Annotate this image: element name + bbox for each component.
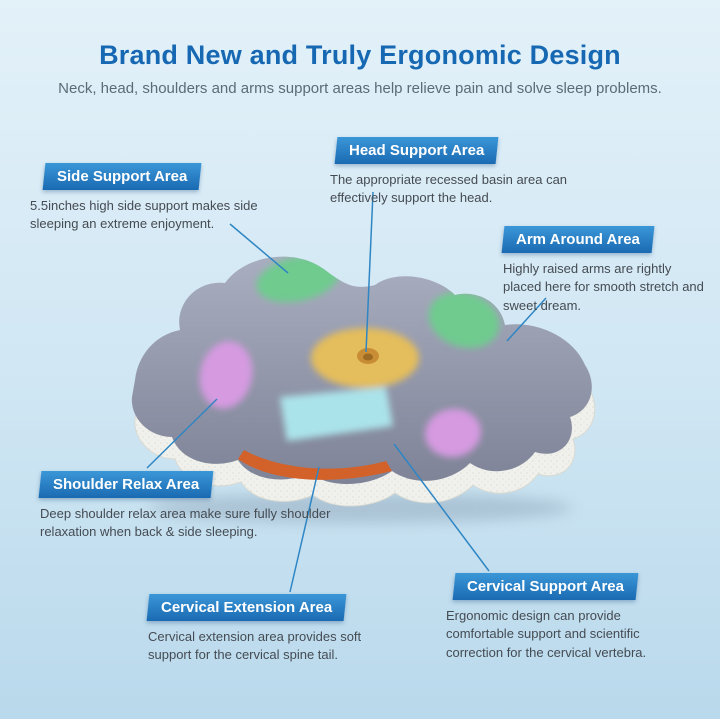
callout-shoulder-relax: Shoulder Relax Area Deep shoulder relax … xyxy=(38,471,340,542)
cervical-support-label: Cervical Support Area xyxy=(467,578,624,595)
shoulder-relax-zone-left xyxy=(199,341,253,409)
side-support-label: Side Support Area xyxy=(57,168,188,185)
callout-cervical-extension: Cervical Extension Area Cervical extensi… xyxy=(146,594,393,665)
cervical-extension-zone xyxy=(238,450,392,480)
callout-head-support: Head Support Area The appropriate recess… xyxy=(330,137,570,208)
head-support-label: Head Support Area xyxy=(349,142,485,159)
side-support-ribbon: Side Support Area xyxy=(42,163,202,190)
shoulder-relax-description: Deep shoulder relax area make sure fully… xyxy=(40,506,331,540)
head-support-description: The appropriate recessed basin area can … xyxy=(330,172,568,206)
header: Brand New and Truly Ergonomic Design Nec… xyxy=(0,40,720,97)
page-subtitle: Neck, head, shoulders and arms support a… xyxy=(58,80,662,97)
arm-around-ribbon: Arm Around Area xyxy=(501,226,655,253)
arm-around-description: Highly raised arms are rightly placed he… xyxy=(503,261,704,313)
cervical-support-description: Ergonomic design can provide comfortable… xyxy=(446,608,647,660)
callout-side-support: Side Support Area 5.5inches high side su… xyxy=(30,163,274,234)
cervical-extension-label: Cervical Extension Area xyxy=(161,599,333,616)
callout-cervical-support: Cervical Support Area Ergonomic design c… xyxy=(446,573,686,662)
side-support-description: 5.5inches high side support makes side s… xyxy=(30,198,258,232)
cervical-support-ribbon: Cervical Support Area xyxy=(452,573,639,600)
head-support-ribbon: Head Support Area xyxy=(334,137,499,164)
cervical-support-zone xyxy=(280,387,393,441)
comfort-zones xyxy=(199,256,500,458)
shoulder-relax-label: Shoulder Relax Area xyxy=(53,476,200,493)
side-support-zone-right xyxy=(428,292,500,348)
cervical-extension-description: Cervical extension area provides soft su… xyxy=(148,629,362,663)
arm-around-label: Arm Around Area xyxy=(516,231,640,248)
head-basin-dimple-center xyxy=(363,353,373,361)
callout-arm-around: Arm Around Area Highly raised arms are r… xyxy=(501,226,708,315)
shoulder-relax-ribbon: Shoulder Relax Area xyxy=(38,471,214,498)
cervical-extension-ribbon: Cervical Extension Area xyxy=(146,594,347,621)
page-title: Brand New and Truly Ergonomic Design xyxy=(99,40,621,70)
